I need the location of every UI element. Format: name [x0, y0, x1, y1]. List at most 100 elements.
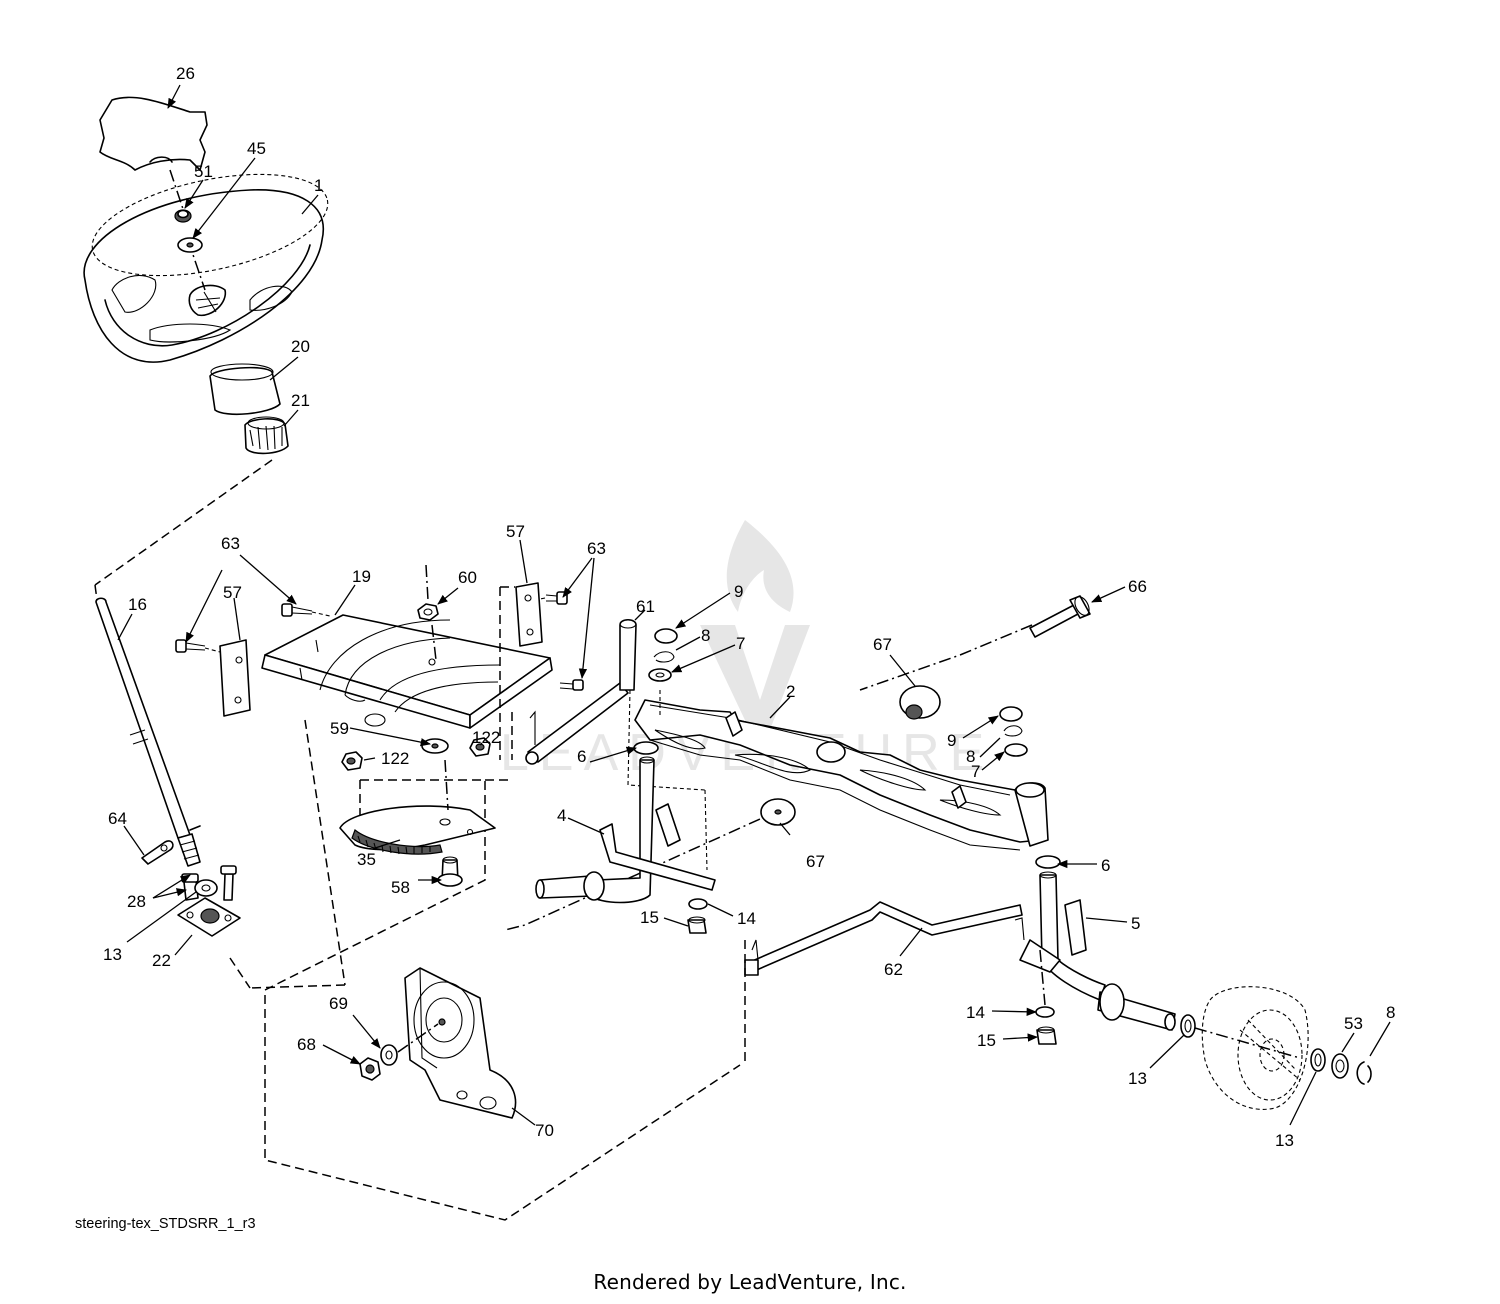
clip-8-right: [1003, 725, 1023, 737]
callout-45: 45: [247, 139, 266, 158]
callout-70: 70: [535, 1121, 554, 1140]
callout-122-right: 122: [472, 728, 500, 747]
steering-shaft: [95, 597, 201, 867]
washer-53: [1331, 1053, 1349, 1079]
callout-6-left: 6: [577, 747, 586, 766]
callout-7-right: 7: [971, 762, 980, 781]
callout-53: 53: [1344, 1014, 1363, 1033]
callout-13-flange: 13: [103, 945, 122, 964]
washer-7-right: [1004, 743, 1028, 757]
callout-1: 1: [314, 176, 323, 195]
axle-spacer-bottom: [760, 798, 796, 826]
washer-6-left: [633, 741, 659, 755]
clip-8-wheel: [1356, 1061, 1372, 1085]
steering-wheel: [83, 173, 329, 363]
nut-122-right: [469, 737, 491, 757]
shaft-flange: [177, 879, 241, 937]
callout-51: 51: [194, 162, 213, 181]
steering-plate: [261, 614, 553, 729]
callout-6-right: 6: [1101, 856, 1110, 875]
shaft-clip: [141, 840, 174, 865]
steering-wheel-nut: [174, 209, 192, 223]
callout-58: 58: [391, 878, 410, 897]
callout-66: 66: [1128, 577, 1147, 596]
steering-adapter: [244, 416, 289, 455]
callout-35: 35: [357, 850, 376, 869]
washer-69: [380, 1044, 398, 1066]
callout-labels: 26 45 51 1 20 21 16 63 57 19 60 57 63 61…: [103, 64, 1395, 1150]
diagram-source-label: steering-tex_STDSRR_1_r3: [75, 1216, 256, 1232]
nut-60: [417, 603, 439, 621]
front-axle: [634, 699, 1049, 851]
callout-61: 61: [636, 597, 655, 616]
callout-57-right: 57: [506, 522, 525, 541]
callout-26: 26: [176, 64, 195, 83]
steering-bushing: [209, 363, 281, 416]
callout-7-left: 7: [736, 634, 745, 653]
callout-59: 59: [330, 719, 349, 738]
callout-13-inner: 13: [1128, 1069, 1147, 1088]
nut-68: [359, 1057, 381, 1081]
callout-9-right: 9: [947, 731, 956, 750]
callout-67-top: 67: [873, 635, 892, 654]
washer-13-inner: [1180, 1014, 1196, 1038]
callout-9-left: 9: [734, 582, 743, 601]
callout-69: 69: [329, 994, 348, 1013]
axle-spacer-top: [899, 685, 941, 720]
drag-link: [511, 618, 637, 765]
front-wheel: [1201, 986, 1309, 1110]
steering-bracket-plate: [404, 967, 517, 1119]
render-credit: Rendered by LeadVenture, Inc.: [593, 1270, 907, 1294]
callout-8-wheel: 8: [1386, 1003, 1395, 1022]
callout-22: 22: [152, 951, 171, 970]
washer-6-right: [1035, 855, 1061, 869]
callout-14-right: 14: [966, 1003, 985, 1022]
spacer-58: [437, 856, 463, 887]
leader-lines: [117, 84, 1391, 1126]
bracket-right: [515, 582, 543, 647]
callout-13-outer: 13: [1275, 1131, 1294, 1150]
callout-62: 62: [884, 960, 903, 979]
callout-21: 21: [291, 391, 310, 410]
steering-wheel-cap: [99, 96, 208, 171]
left-spindle: [535, 756, 716, 904]
callout-57-left: 57: [223, 583, 242, 602]
bolt-63-a: [281, 603, 313, 617]
washer-59: [421, 738, 449, 754]
callout-67-bottom: 67: [806, 852, 825, 871]
callout-8-left: 8: [701, 626, 710, 645]
washer-14-left: [688, 898, 708, 910]
nut-122-left: [341, 751, 363, 771]
washer-13-outer: [1310, 1048, 1326, 1072]
callout-122-left: 122: [381, 749, 409, 768]
callout-15-left: 15: [640, 908, 659, 927]
cap-9-right: [999, 706, 1023, 722]
callout-60: 60: [458, 568, 477, 587]
callout-8-right: 8: [966, 747, 975, 766]
bracket-left: [219, 639, 251, 717]
callout-15-right: 15: [977, 1031, 996, 1050]
callout-2: 2: [786, 682, 795, 701]
callout-63-left: 63: [221, 534, 240, 553]
callout-64: 64: [108, 809, 127, 828]
callout-63-right: 63: [587, 539, 606, 558]
callout-68: 68: [297, 1035, 316, 1054]
callout-28: 28: [127, 892, 146, 911]
washer-7-left: [648, 668, 672, 682]
nut-15-left: [687, 916, 707, 934]
nut-15-right: [1036, 1026, 1057, 1045]
axle-pivot-bolt: [1029, 595, 1091, 638]
callout-5: 5: [1131, 914, 1140, 933]
cap-9-left: [654, 628, 678, 644]
sector-gear: [339, 805, 496, 855]
callout-16: 16: [128, 595, 147, 614]
bolt-63-c: [545, 591, 568, 605]
clip-8-left: [653, 651, 675, 663]
washer-14-right: [1035, 1006, 1055, 1018]
callout-14-left: 14: [737, 909, 756, 928]
tie-rod: [744, 901, 1025, 1065]
callout-4: 4: [557, 806, 566, 825]
callout-20: 20: [291, 337, 310, 356]
bolt-63-b: [175, 639, 206, 653]
